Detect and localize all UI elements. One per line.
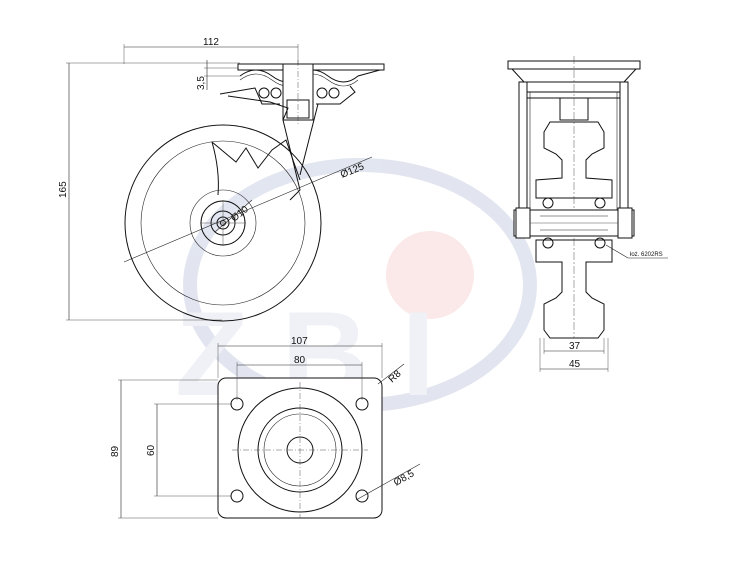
- dim-height-165: 165: [58, 62, 240, 321]
- side-view: 112 165 3,5: [58, 37, 385, 322]
- bolt-hole: [230, 397, 244, 411]
- dim-plate-label: 3,5: [196, 76, 207, 90]
- dim-width-label: 112: [203, 37, 219, 48]
- bolt-hole: [355, 397, 369, 411]
- dim-plate-height-label: 89: [110, 445, 121, 457]
- dim-plate-width-label: 107: [291, 336, 308, 347]
- bearing-label: łoż. 6202RS: [630, 252, 663, 258]
- dim-height-label: 165: [58, 181, 69, 198]
- dim-width-112: 112: [123, 37, 299, 64]
- dim-hub-label: 37: [569, 341, 581, 352]
- dim-plate-thickness: 3,5: [196, 60, 240, 90]
- dim-hole-label: Ø8,5: [392, 468, 417, 489]
- bolt-hole: [355, 489, 369, 503]
- dim-overall-label: 45: [569, 359, 581, 370]
- bolt-hole: [230, 489, 244, 503]
- dim-hole-spacing-x-label: 80: [294, 355, 306, 366]
- dim-hole-spacing-y-label: 60: [146, 444, 157, 456]
- front-view: łoż. 6202RS 37 45: [507, 56, 668, 372]
